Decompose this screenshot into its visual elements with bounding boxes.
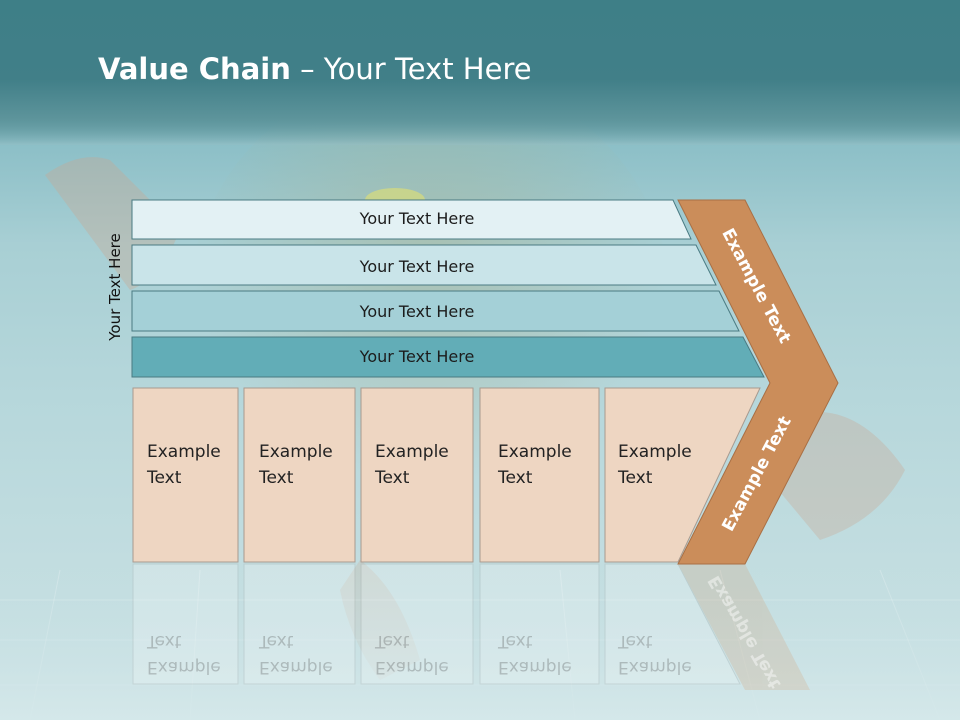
box-label-reflection: Example Text: [618, 628, 723, 680]
box-label-line: Text: [147, 631, 182, 651]
box-label-line: Text: [498, 468, 533, 488]
reflection-box: [132, 563, 239, 685]
box-label-line: Text: [375, 468, 410, 488]
reflection-box: [604, 563, 741, 685]
bar-label-1: Your Text Here: [359, 209, 475, 228]
reflection-box: [243, 563, 356, 685]
box-label-reflection: Example Text: [259, 628, 364, 680]
box-label-line: Example: [498, 442, 572, 462]
title-rest: – Your Text Here: [290, 52, 532, 86]
box-label-line: Example: [147, 657, 221, 677]
bar-label-3: Your Text Here: [359, 302, 475, 321]
box-label-line: Text: [259, 631, 294, 651]
bar-label-4: Your Text Here: [359, 347, 475, 366]
box-label-line: Example: [259, 657, 333, 677]
reflection-chevron: [678, 564, 810, 690]
box-label-line: Example: [618, 442, 692, 462]
box-1: [132, 387, 239, 563]
box-label-line: Text: [147, 468, 182, 488]
box-label-line: Text: [259, 468, 294, 488]
box-3: [360, 387, 474, 563]
bar-label-2: Your Text Here: [359, 257, 475, 276]
box-label-line: Example: [375, 657, 449, 677]
box-2: [243, 387, 356, 563]
box-label-line: Text: [618, 468, 653, 488]
box-label-line: Example: [259, 442, 333, 462]
box-label-line: Text: [618, 631, 653, 651]
box-label-line: Example: [375, 442, 449, 462]
box-label-line: Text: [498, 631, 533, 651]
box-label-reflection: Example Text: [375, 628, 480, 680]
reflection-box: [360, 563, 474, 685]
slide-title: Value Chain – Your Text Here: [98, 52, 532, 86]
box-label-line: Example: [147, 442, 221, 462]
bar-2: [131, 244, 717, 286]
title-bold: Value Chain: [98, 52, 291, 86]
box-4: [479, 387, 600, 563]
diagram-reflection: [132, 563, 810, 690]
box-label-reflection: Example Text: [147, 628, 252, 680]
title-band: [0, 0, 960, 145]
bar-1: [131, 199, 692, 240]
chevron-arrow: [677, 199, 839, 565]
box-label-line: Text: [375, 631, 410, 651]
reflection-box: [479, 563, 600, 685]
box-label-line: Example: [498, 657, 572, 677]
bar-4: [131, 336, 765, 378]
box-5: [604, 387, 761, 563]
box-label-line: Example: [618, 657, 692, 677]
bar-3: [131, 290, 740, 332]
box-label-reflection: Example Text: [498, 628, 603, 680]
